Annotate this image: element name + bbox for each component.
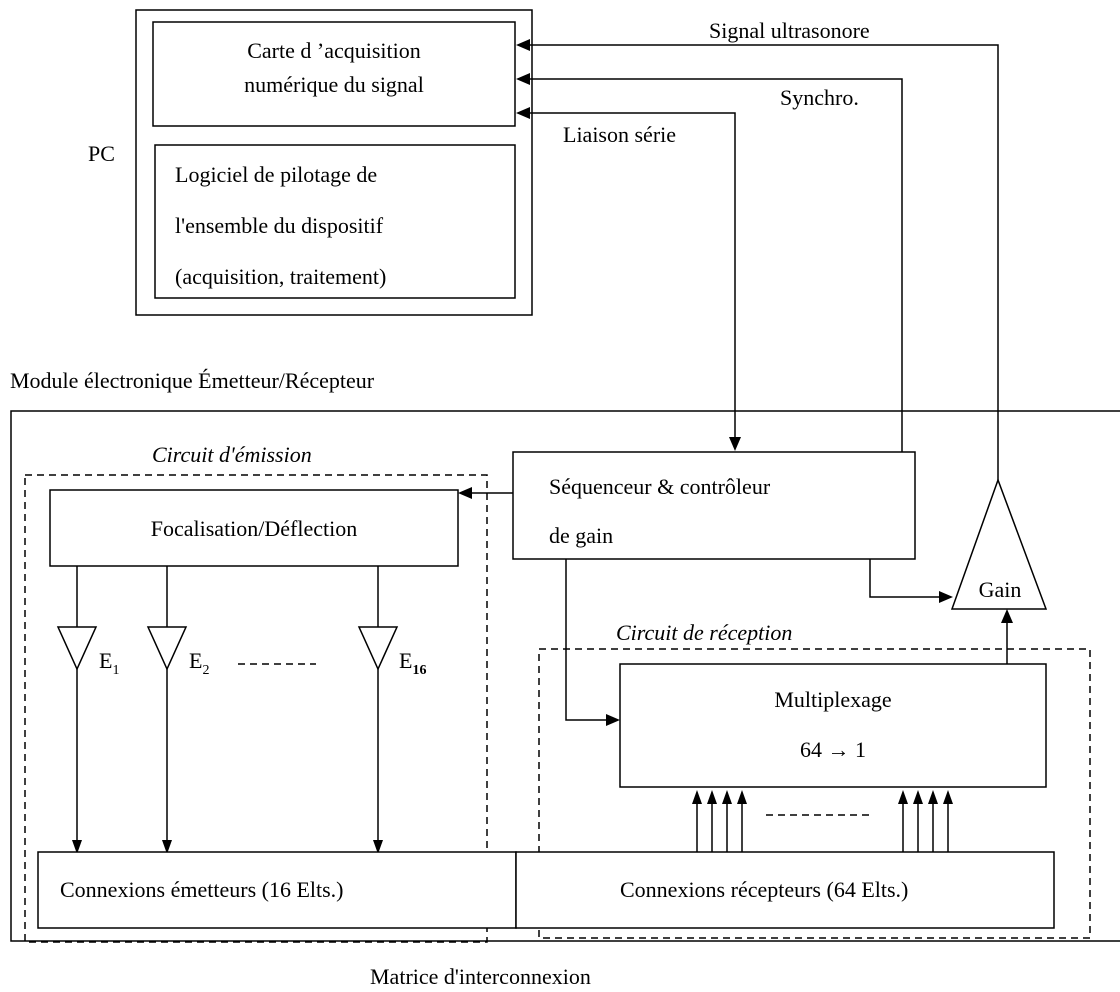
- multiplexer-box: [619, 663, 1047, 788]
- serial-arrowhead-module: [729, 437, 741, 451]
- emitter-label-1: E1: [99, 648, 119, 678]
- seq-to-mux-arrowhead: [606, 714, 620, 726]
- synchro-arrowhead: [516, 73, 530, 85]
- receiver-inputs-right: [898, 790, 953, 852]
- acquisition-card-label-1: Carte d ’acquisition: [247, 38, 421, 63]
- emitter-label-16: E16: [399, 648, 426, 678]
- software-label-1: Logiciel de pilotage de: [175, 162, 377, 187]
- synchro-line: [520, 78, 903, 452]
- seq-to-gain-line: [869, 559, 946, 598]
- module-title: Module électronique Émetteur/Récepteur: [10, 368, 375, 393]
- signal-label: Signal ultrasonore: [709, 18, 870, 43]
- software-label-3: (acquisition, traitement): [175, 264, 386, 289]
- seq-to-focal-arrowhead: [458, 487, 472, 499]
- seq-to-mux-line: [565, 559, 612, 721]
- mux-to-gain-arrowhead: [1001, 609, 1013, 623]
- sequencer-label-2: de gain: [549, 523, 613, 548]
- emitter-label-2: E2: [189, 648, 209, 678]
- emitter-chain-2: [146, 566, 188, 854]
- synchro-label: Synchro.: [780, 85, 859, 110]
- sequencer-box: [512, 451, 916, 560]
- software-box: [154, 144, 516, 299]
- signal-arrowhead: [516, 39, 530, 51]
- amplifier-icon: [357, 626, 399, 671]
- receiver-inputs-left: [692, 790, 747, 852]
- gain-label: Gain: [979, 577, 1022, 602]
- emitter-connections-box: [37, 851, 517, 929]
- software-label-2: l'ensemble du dispositif: [175, 213, 384, 238]
- signal-line: [520, 44, 999, 480]
- seq-to-gain-arrowhead: [939, 591, 953, 603]
- emitter-connections-label: Connexions émetteurs (16 Elts.): [60, 877, 344, 902]
- sequencer-label-1: Séquenceur & contrôleur: [549, 474, 771, 499]
- emission-circuit-frame: [24, 474, 488, 943]
- gain-amplifier-triangle: [950, 477, 1048, 610]
- receiver-connections-box: [515, 851, 1055, 929]
- amplifier-icon: [56, 626, 98, 671]
- serial-arrowhead-pc: [516, 107, 530, 119]
- emitter-chain-16: [357, 566, 399, 854]
- serial-line: [520, 112, 736, 446]
- multiplexer-label-2: 64 → 1: [800, 737, 866, 762]
- acquisition-card-box: [152, 21, 516, 127]
- reception-circuit-title: Circuit de réception: [616, 620, 792, 645]
- focalisation-label: Focalisation/Déflection: [151, 516, 358, 541]
- acquisition-card-label-2: numérique du signal: [244, 72, 424, 97]
- pc-label: PC: [88, 141, 115, 166]
- receiver-connections-label: Connexions récepteurs (64 Elts.): [620, 877, 908, 902]
- interconnection-matrix-label: Matrice d'interconnexion: [370, 964, 591, 989]
- emitter-chain-1: [56, 566, 98, 854]
- multiplexer-label-1: Multiplexage: [774, 687, 891, 712]
- emission-circuit-title: Circuit d'émission: [152, 442, 312, 467]
- module-frame: [10, 410, 1120, 942]
- serial-label: Liaison série: [563, 122, 676, 147]
- focalisation-box: [49, 489, 459, 567]
- amplifier-icon: [146, 626, 188, 671]
